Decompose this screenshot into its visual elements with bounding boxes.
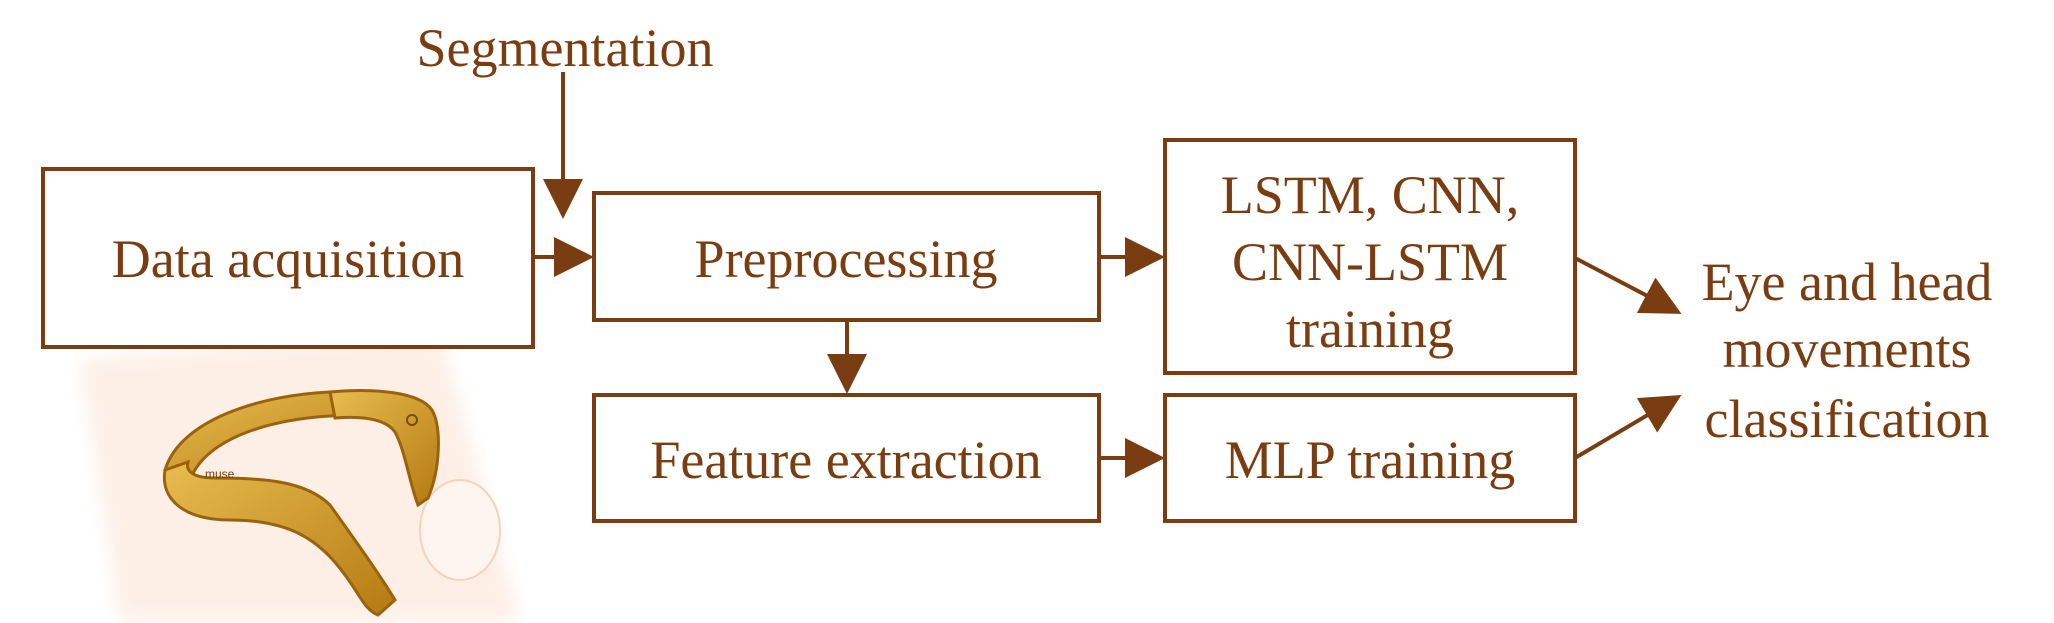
- output-line-1: Eye and head: [1702, 252, 1993, 312]
- feature-extraction-label: Feature extraction: [650, 430, 1041, 490]
- headband-device-image: muse: [80, 330, 520, 620]
- deep-training-line-3: training: [1286, 299, 1454, 359]
- deep-training-line-1: LSTM, CNN,: [1221, 165, 1520, 225]
- preprocessing-label: Preprocessing: [695, 229, 998, 289]
- box-preprocessing: [592, 191, 1101, 322]
- deep-training-line-2: CNN-LSTM: [1232, 232, 1508, 292]
- output-line-2: movements: [1723, 319, 1972, 379]
- box-deep-training: [1163, 138, 1577, 375]
- mlp-training-label: MLP training: [1225, 430, 1516, 490]
- box-mlp-training: [1163, 393, 1577, 523]
- device-logo: muse: [205, 467, 235, 481]
- box-data-acquisition: [41, 167, 535, 349]
- arrow-mlp-to-output: [1573, 394, 1682, 460]
- data-acquisition-label: Data acquisition: [112, 229, 464, 289]
- arrow-deep-to-output: [1574, 256, 1682, 314]
- output-line-3: classification: [1705, 389, 1990, 449]
- segmentation-label: Segmentation: [417, 18, 714, 78]
